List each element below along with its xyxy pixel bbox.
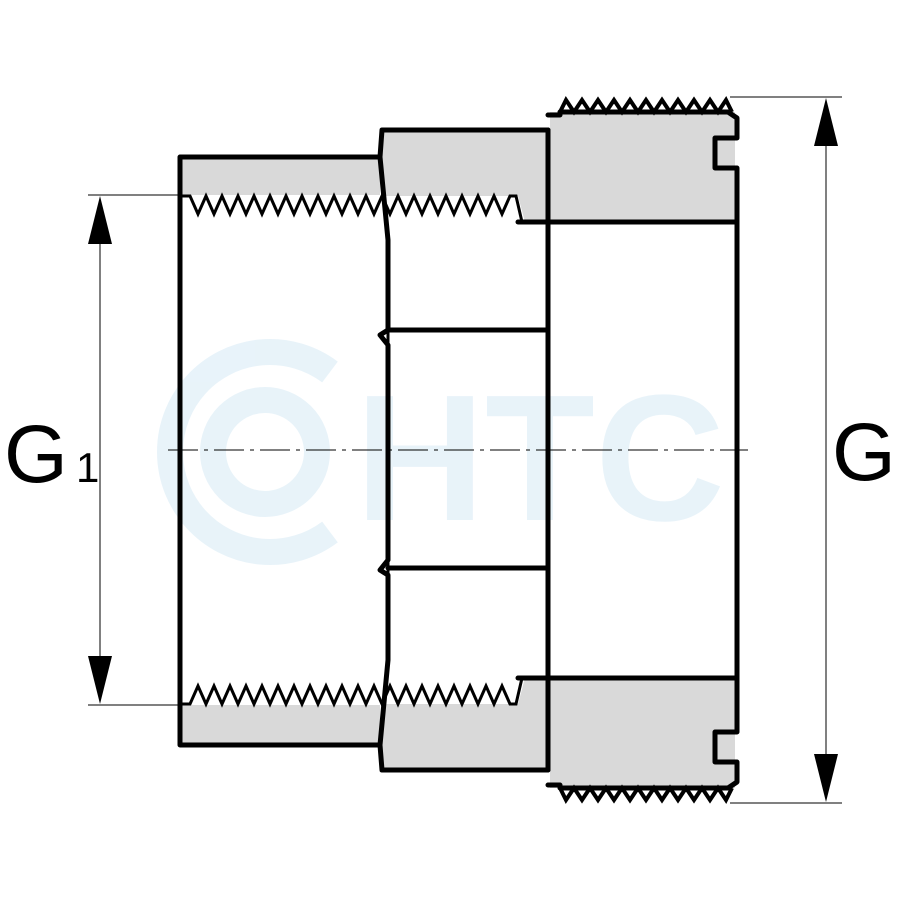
left-lower-wall-fill (180, 705, 380, 743)
left-dimension-label: G (4, 409, 68, 500)
left-dimension (88, 194, 180, 706)
right-upper-wall-fill (550, 112, 735, 222)
right-dimension (730, 96, 842, 804)
htc-circle-logo (157, 339, 338, 565)
threads (182, 96, 734, 804)
upper-external-thread (558, 96, 734, 116)
right-dimension-label: G (832, 407, 896, 498)
left-socket-outline (177, 154, 383, 748)
spigot-lower-outline (545, 675, 740, 791)
lower-external-thread (558, 784, 734, 804)
left-upper-wall-fill (180, 157, 380, 195)
left-dimension-subscript: 1 (76, 444, 99, 491)
right-dimension-arrow-top (814, 98, 838, 146)
lower-internal-thread (182, 677, 524, 708)
spigot-upper-outline (545, 109, 740, 225)
upper-internal-thread (182, 192, 524, 223)
outlines (177, 109, 740, 791)
watermark-text: HTC (355, 358, 725, 559)
right-lower-wall-fill (550, 678, 735, 788)
right-dimension-arrow-bottom (814, 754, 838, 802)
left-dimension-arrow-bottom (88, 656, 112, 704)
left-dimension-arrow-top (88, 196, 112, 244)
watermark: HTC (157, 339, 725, 565)
